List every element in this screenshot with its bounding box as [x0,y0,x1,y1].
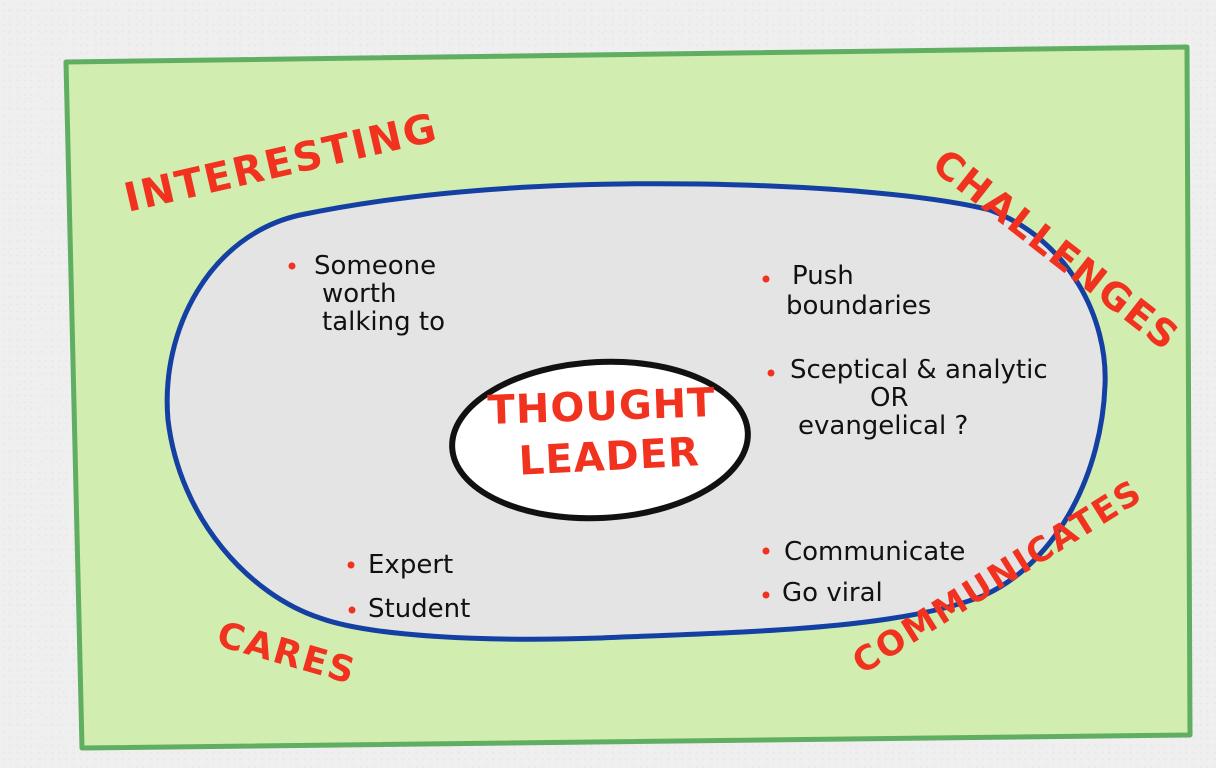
bullet [762,275,770,283]
note-worth: worth [322,279,397,309]
bullet [762,547,770,555]
note-expert: Expert [368,550,453,580]
note-evangelical: evangelical ? [798,411,968,441]
bullet [347,561,355,569]
note-communicate: Communicate [784,537,965,567]
bullet [348,606,356,614]
center-ellipse [449,358,751,522]
note-sceptical: Sceptical & analytic [790,355,1048,385]
note-someone: Someone [314,251,436,281]
center-label-line2: LEADER [518,429,701,484]
note-push: Push [792,261,854,291]
note-go-viral: Go viral [782,578,883,608]
center-label-line1: THOUGHT [487,380,716,434]
bullet [767,369,775,377]
note-talking-to: talking to [322,307,445,337]
note-or: OR [870,383,909,413]
bullet [288,262,296,270]
note-boundaries: boundaries [786,291,931,321]
note-student: Student [368,594,470,624]
bullet [762,591,770,599]
